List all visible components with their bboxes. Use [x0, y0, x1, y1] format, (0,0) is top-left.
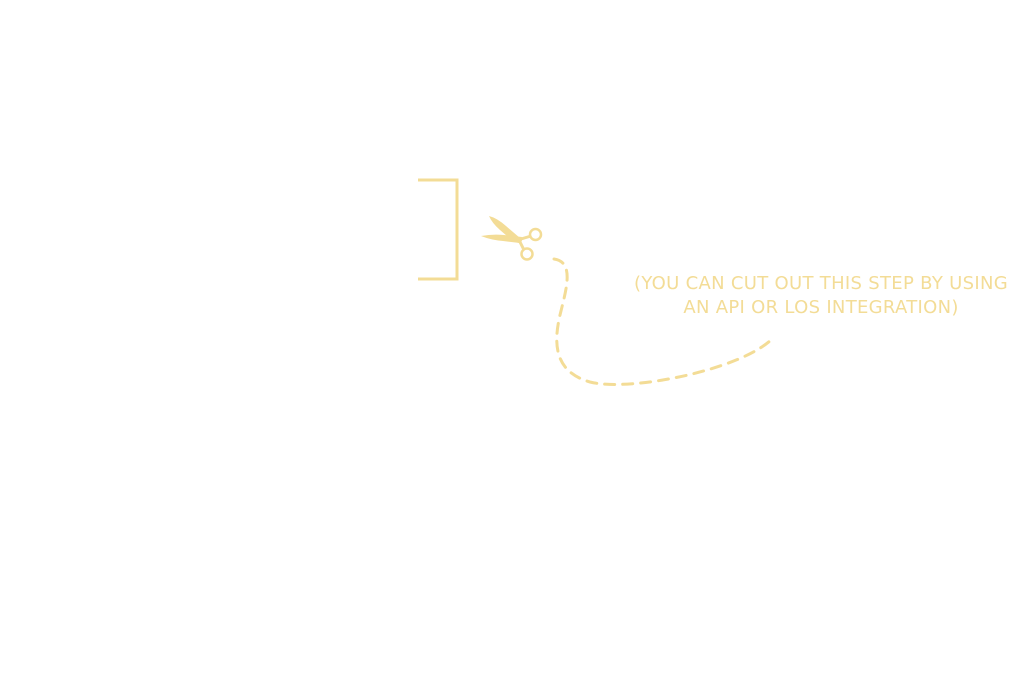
- annotation-line-1: (YOU CAN CUT OUT THIS STEP BY USING: [634, 273, 1008, 294]
- dashed-cut-line: [552, 257, 774, 386]
- step-bracket: [418, 178, 459, 281]
- annotation-note: (YOU CAN CUT OUT THIS STEP BY USING AN A…: [618, 272, 1024, 320]
- scissors-icon: [481, 216, 543, 261]
- annotation-line-2: AN API OR LOS INTEGRATION): [683, 297, 959, 318]
